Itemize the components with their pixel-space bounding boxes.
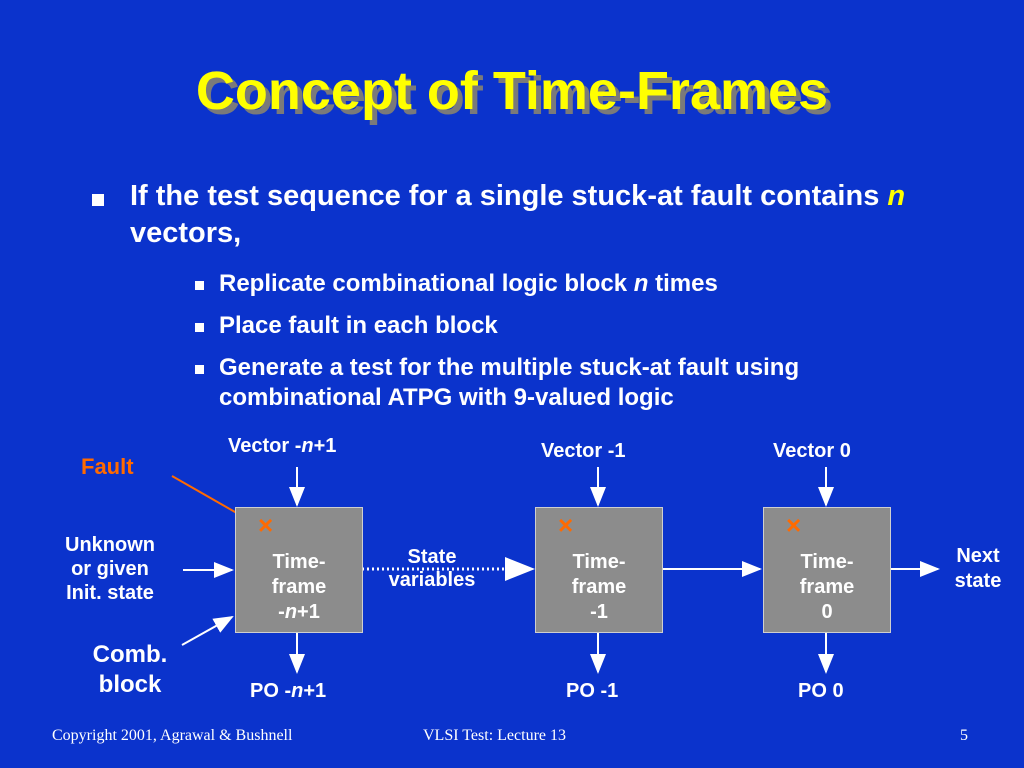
slide-title: Concept of Time-Frames (195, 61, 829, 121)
main-bullet-text: If the test sequence for a single stuck-… (130, 178, 952, 252)
sub-bullet-text: Generate a test for the multiple stuck-a… (219, 354, 800, 411)
sub-bullet-place-fault: Place fault in each block (195, 311, 955, 341)
time-frame-box-n: × Time- frame -n+1 (235, 507, 363, 633)
square-bullet-icon (195, 365, 204, 374)
footer-copyright: Copyright 2001, Agrawal & Bushnell (52, 727, 293, 744)
sub-bullet-text-end: times (648, 270, 718, 297)
sub-bullet-replicate: Replicate combinational logic block n ti… (195, 269, 955, 299)
po-label-1: PO -n+1 (250, 680, 327, 702)
square-bullet-icon (195, 323, 204, 332)
fault-x-icon: × (258, 510, 274, 540)
fault-x-icon: × (786, 510, 802, 540)
unknown-state-label: Unknown or given Init. state (65, 534, 155, 604)
square-bullet-icon (195, 281, 204, 290)
next-state-label: Next state (954, 545, 1002, 592)
time-frame-box-0: × Time- frame 0 (763, 507, 891, 633)
footer-page-number: 5 (960, 727, 968, 744)
fault-label: Fault (81, 454, 134, 479)
main-bullet: If the test sequence for a single stuck-… (92, 178, 952, 252)
sub-bullet-text: Replicate combinational logic block (219, 270, 634, 297)
footer-course: VLSI Test: Lecture 13 (423, 727, 566, 744)
comb-block-pointer (181, 616, 234, 646)
sub-bullet-n: n (633, 270, 649, 297)
vector-label-3: Vector 0 (773, 440, 851, 462)
vector-label-1: Vector -n+1 (228, 435, 337, 457)
po-label-3: PO 0 (798, 680, 844, 702)
main-bullet-part1: If the test sequence for a single stuck-… (130, 180, 888, 212)
po-label-2: PO -1 (566, 680, 619, 702)
fault-x-icon: × (558, 510, 574, 540)
square-bullet-icon (92, 194, 104, 206)
sub-bullet-text: Place fault in each block (219, 312, 498, 339)
main-bullet-part2: vectors, (130, 217, 242, 249)
vector-label-2: Vector -1 (541, 440, 626, 462)
sub-bullet-generate: Generate a test for the multiple stuck-a… (195, 353, 955, 413)
main-bullet-n: n (887, 180, 906, 212)
comb-block-label: Comb. block (92, 641, 168, 698)
time-frame-box-minus1: × Time- frame -1 (535, 507, 663, 633)
state-variables-label: State variables (388, 546, 476, 591)
